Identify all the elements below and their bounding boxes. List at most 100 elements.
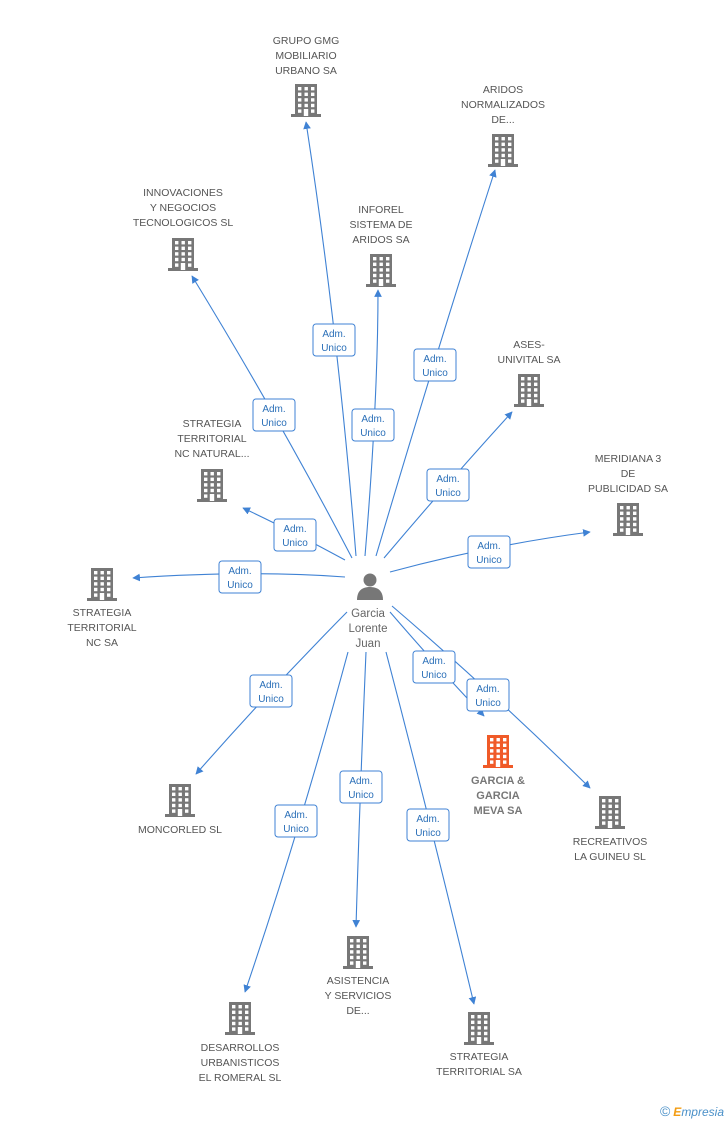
building-icon [366, 254, 396, 287]
edge-label-line: Unico [321, 343, 347, 354]
center-person-node[interactable]: Garcia Lorente Juan [348, 573, 388, 651]
building-icon [165, 784, 195, 817]
brand-logo-initial: E [673, 1105, 682, 1119]
edge-label-strategia-sa: Adm. Unico [406, 808, 450, 842]
company-name-line: TECNOLOGICOS SL [133, 217, 234, 229]
edge-label-asistencia: Adm. Unico [339, 770, 383, 804]
edge-label-moncorled: Adm. Unico [249, 674, 293, 708]
company-name-line: MERIDIANA 3 [595, 453, 662, 465]
building-icon [225, 1002, 255, 1035]
edge-label-line: Adm. [284, 810, 307, 821]
edge-label-inforel: Adm.Unico [351, 408, 395, 442]
building-icon-highlight [483, 735, 513, 768]
company-name-line: URBANISTICOS [201, 1057, 280, 1069]
edge-label-meridiana: Adm. Unico [467, 535, 511, 569]
company-name-line: DESARROLLOS [201, 1042, 280, 1054]
building-icon [291, 84, 321, 117]
company-name-line: TERRITORIAL [177, 433, 246, 445]
edge-label-strategia-natural: Adm. Unico [273, 518, 317, 552]
edge-label-line: Adm. [259, 680, 282, 691]
building-icon [464, 1012, 494, 1045]
company-name-line: ASISTENCIA [327, 975, 389, 987]
company-node-innovaciones[interactable]: INNOVACIONES Y NEGOCIOS TECNOLOGICOS SL [133, 187, 234, 271]
edge-label-line: Adm. [262, 404, 285, 415]
edge-label-line: Unico [415, 828, 441, 839]
edge-label-line: Adm. [422, 656, 445, 667]
edge-label-innovaciones: Adm. Unico [252, 398, 296, 432]
brand-logo-rest: mpresia [681, 1105, 724, 1119]
edge-label-line: Adm. [283, 524, 306, 535]
company-node-strategia-natural[interactable]: STRATEGIA TERRITORIAL NC NATURAL... [174, 418, 250, 502]
edge-label-line: Adm. [361, 414, 384, 425]
company-name-line: Y NEGOCIOS [150, 202, 216, 214]
edge-label-line: Unico [261, 418, 287, 429]
company-node-meridiana[interactable]: MERIDIANA 3 DE PUBLICIDAD SA [588, 453, 668, 536]
company-name-line: NORMALIZADOS [461, 99, 545, 111]
building-icon [488, 134, 518, 167]
company-name-line: EL ROMERAL SL [199, 1072, 282, 1084]
company-name-line: RECREATIVOS [573, 836, 647, 848]
company-name-line: GARCIA & [471, 775, 525, 787]
company-node-ases-univital[interactable]: ASES- UNIVITAL SA [497, 339, 561, 407]
company-name-line: PUBLICIDAD SA [588, 483, 668, 495]
company-name-line: ARIDOS SA [352, 234, 409, 246]
edge-label-desarrollos: Adm. Unico [274, 804, 318, 838]
edge-label-line: Unico [476, 555, 502, 566]
company-name-line: ASES- [513, 339, 545, 351]
edge-label-line: Adm. [436, 474, 459, 485]
center-name-line-2: Lorente [348, 623, 387, 635]
company-name-line: NC NATURAL... [174, 448, 249, 460]
company-name-line: MEVA SA [474, 805, 523, 817]
edges-layer [132, 121, 591, 1005]
edge-label-recreativos: Adm. Unico [466, 678, 510, 712]
company-node-aridos-normalizados[interactable]: ARIDOSNORMALIZADOSDE... [461, 84, 545, 167]
footer-brand[interactable]: ©Empresia [660, 1103, 724, 1119]
edge-label-line: Unico [421, 670, 447, 681]
edge-label-line: Unico [258, 694, 284, 705]
edge-label-line: Adm. [477, 541, 500, 552]
company-name-line: NC SA [86, 637, 118, 649]
company-name-line: UNIVITAL SA [497, 354, 560, 366]
building-icon [168, 238, 198, 271]
company-name-line: SISTEMA DE [349, 219, 412, 231]
edge-label-grupo-gmg: Adm. Unico [312, 323, 356, 357]
company-name-line: DE [621, 468, 636, 480]
edge-label-ases-univital: Adm. Unico [426, 468, 470, 502]
edge-label-line: Unico [435, 488, 461, 499]
company-name-line: TERRITORIAL SA [436, 1066, 522, 1078]
building-icon [514, 374, 544, 407]
edge-label-line: Unico [348, 790, 374, 801]
company-name-line: GRUPO GMG [273, 35, 340, 47]
company-name-line: INNOVACIONES [143, 187, 223, 199]
company-node-moncorled[interactable]: MONCORLED SL [138, 784, 222, 836]
edge-label-line: Unico [282, 538, 308, 549]
edge-label-line: Adm. [322, 329, 345, 340]
edge-label-garcia-meva: Adm. Unico [412, 650, 456, 684]
company-name-line: STRATEGIA [450, 1051, 509, 1063]
company-name-line: STRATEGIA [183, 418, 242, 430]
edge-label-line: Unico [475, 698, 501, 709]
company-name-line: ARIDOS [483, 84, 523, 96]
edge-label-line: Adm. [349, 776, 372, 787]
company-node-desarrollos[interactable]: DESARROLLOS URBANISTICOS EL ROMERAL SL [199, 1002, 282, 1084]
person-icon [357, 573, 383, 600]
edge-label-line: Unico [283, 824, 309, 835]
building-icon [87, 568, 117, 601]
building-icon [197, 469, 227, 502]
copyright-icon: © [659, 1103, 671, 1119]
center-name-line-3: Juan [356, 638, 381, 650]
company-name-line: MONCORLED SL [138, 824, 222, 836]
edge-label-line: Adm. [416, 814, 439, 825]
edge-label-line: Adm. [476, 684, 499, 695]
company-name-line: DE... [346, 1005, 369, 1017]
edge-label-strategia-nc: Adm.Unico [218, 560, 262, 594]
company-node-strategia-sa[interactable]: STRATEGIA TERRITORIAL SA [436, 1012, 522, 1078]
